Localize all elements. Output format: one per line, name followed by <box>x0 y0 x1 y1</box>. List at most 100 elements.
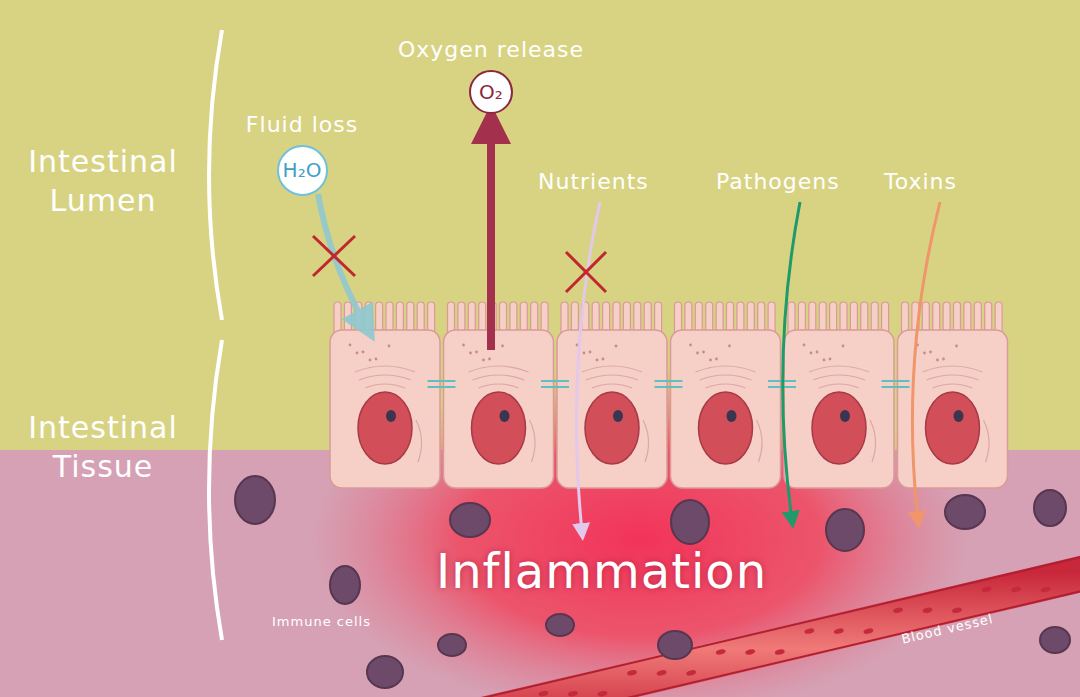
granule <box>810 352 813 355</box>
region-label-box: Intestinal Tissue <box>3 408 203 486</box>
granule <box>362 351 365 354</box>
granule <box>715 358 718 361</box>
tight-junction <box>882 381 910 387</box>
molecule-label: O₂ <box>479 80 503 104</box>
node-heading: Fluid loss <box>246 112 358 137</box>
organelle <box>984 420 990 462</box>
granule <box>829 358 832 361</box>
granule <box>923 352 926 355</box>
organelle <box>469 366 529 388</box>
granule <box>583 352 586 355</box>
tight-junction <box>428 381 456 387</box>
process-label: Inflammation <box>436 543 767 599</box>
granule <box>702 351 705 354</box>
region-label-box: Intestinal Lumen <box>3 142 203 220</box>
part-label: Immune cells <box>272 614 371 629</box>
epithelial-cell <box>557 330 667 488</box>
blood-cell <box>804 628 815 635</box>
region-label: Intestinal Lumen <box>28 144 178 218</box>
immune-cell <box>330 566 360 604</box>
immune-cell <box>450 503 490 537</box>
tight-junction <box>655 381 683 387</box>
blood-cell <box>656 669 667 676</box>
fluid-arrow <box>318 194 366 326</box>
granule <box>488 358 491 361</box>
granule <box>475 351 478 354</box>
nucleus <box>358 392 412 464</box>
flow-label: Nutrients <box>538 169 649 194</box>
nucleolus <box>840 410 850 422</box>
region-label: Intestinal Tissue <box>28 410 178 484</box>
granule <box>696 352 699 355</box>
epithelial-cell <box>444 330 554 488</box>
pathogen-arrow <box>783 202 800 520</box>
blood-cell <box>1040 586 1051 593</box>
granule <box>462 344 465 347</box>
granule <box>816 351 819 354</box>
immune-cell <box>658 631 692 659</box>
immune-cell <box>546 614 574 636</box>
process-label-box: Inflammation <box>436 540 767 602</box>
bracket <box>209 340 222 640</box>
nucleolus <box>500 410 510 422</box>
flow-label: Toxins <box>884 169 957 194</box>
organelle <box>355 366 415 388</box>
nucleolus <box>954 410 964 422</box>
nucleolus <box>386 410 396 422</box>
granule <box>482 359 485 362</box>
granule <box>356 352 359 355</box>
granule <box>709 359 712 362</box>
blood-cell <box>597 690 608 697</box>
granule <box>349 344 352 347</box>
immune-cell <box>367 656 403 688</box>
granule <box>823 359 826 362</box>
granule <box>388 345 391 348</box>
organelle <box>757 420 763 462</box>
granule <box>602 358 605 361</box>
granule <box>369 359 372 362</box>
granule <box>469 352 472 355</box>
immune-cell <box>945 495 985 529</box>
blood-cell <box>952 607 963 614</box>
molecule-label: H₂O <box>283 158 322 182</box>
flow-label: Pathogens <box>716 169 840 194</box>
blood-cell <box>774 648 785 655</box>
oxygen-arrow <box>487 124 495 350</box>
nucleus <box>472 392 526 464</box>
toxin-arrow <box>912 202 940 520</box>
blood-cell <box>893 607 904 614</box>
blood-cell <box>627 669 638 676</box>
organelle <box>809 366 869 388</box>
organelle <box>696 366 756 388</box>
organelle <box>530 420 536 462</box>
node-heading: Oxygen release <box>398 37 584 62</box>
organelle <box>416 420 422 462</box>
granule <box>929 351 932 354</box>
part-label-box: Immune cells <box>272 614 371 631</box>
organelle <box>923 366 983 388</box>
blood-cell <box>568 690 579 697</box>
blood-cell <box>863 628 874 635</box>
granule <box>955 345 958 348</box>
blood-cell <box>686 669 697 676</box>
immune-cell <box>1040 627 1070 653</box>
epithelial-cell <box>784 330 894 488</box>
part-label-box: Blood vessel <box>900 611 995 649</box>
granule <box>936 359 939 362</box>
nucleus <box>926 392 980 464</box>
granule <box>589 351 592 354</box>
molecule-circle: Fluid lossH₂O <box>277 145 328 196</box>
organelle <box>582 366 642 388</box>
part-label: Blood vessel <box>900 611 995 647</box>
tight-junction <box>541 381 569 387</box>
flow-label-box: Pathogens <box>716 168 840 197</box>
granule <box>596 359 599 362</box>
granule <box>842 345 845 348</box>
nucleolus <box>613 410 623 422</box>
vessel-wall <box>440 589 1080 697</box>
immune-cell <box>671 500 709 544</box>
flow-label-box: Nutrients <box>538 168 649 197</box>
nucleolus <box>727 410 737 422</box>
blood-cell <box>981 586 992 593</box>
epithelium <box>330 302 1008 488</box>
